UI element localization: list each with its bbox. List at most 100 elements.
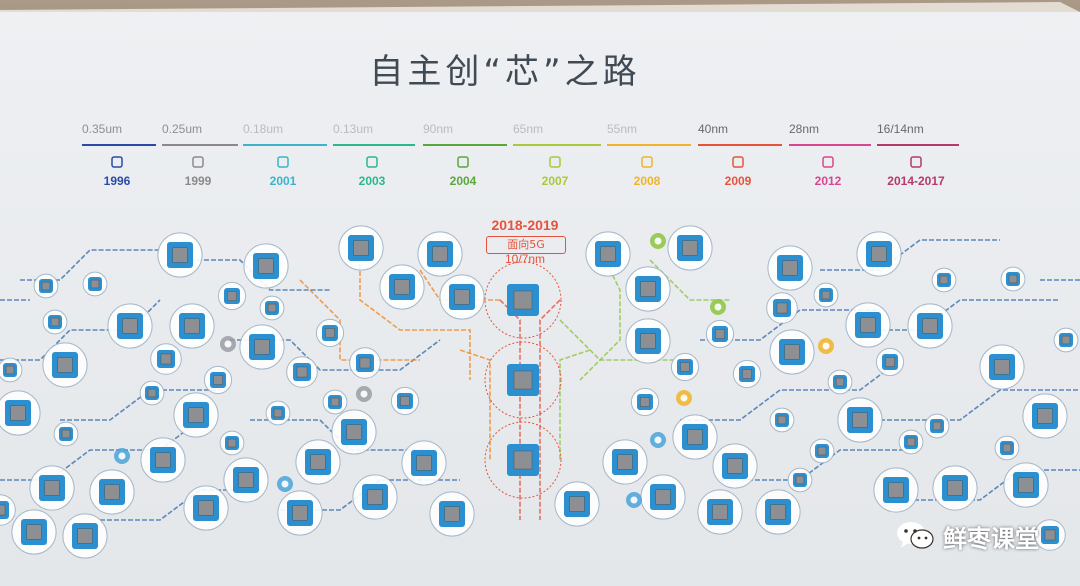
chip-sample — [697, 489, 743, 535]
chip-sample — [286, 356, 318, 388]
timeline-year: 2009 — [724, 174, 752, 188]
chip-sample — [0, 390, 41, 436]
timeline-year: 2001 — [269, 174, 297, 188]
chip-sample — [150, 343, 182, 375]
chip-sample — [0, 494, 16, 526]
chip-sample — [219, 430, 245, 456]
timeline-year: 1999 — [184, 174, 212, 188]
chip-sample — [315, 318, 345, 348]
chip-sample — [203, 365, 233, 395]
chip-sample — [875, 347, 905, 377]
chip-glyph-icon — [277, 156, 289, 168]
chip-sample — [585, 231, 631, 277]
chip-sample — [670, 352, 700, 382]
process-node-label: 16/14nm — [877, 122, 924, 136]
chip-sample — [42, 309, 68, 335]
chip-sample — [439, 274, 485, 320]
center-subtitle: 面向5G — [486, 236, 566, 254]
process-node-label: 0.18um — [243, 122, 284, 136]
timeline-year: 2012 — [814, 174, 842, 188]
exhibit-title: 自主创“芯”之路 — [369, 52, 641, 92]
wechat-icon — [897, 522, 934, 549]
center-node: 10/7nm — [504, 252, 546, 266]
chip-sample — [277, 490, 323, 536]
timeline-year: 2004 — [449, 174, 477, 188]
chip-sample — [417, 231, 463, 277]
chip-glyph-icon — [192, 156, 204, 168]
timeline-year: 2007 — [541, 174, 569, 188]
process-node-label: 0.25um — [162, 122, 203, 136]
center-ring — [484, 341, 562, 419]
chip-sample — [338, 225, 384, 271]
chip-sample — [766, 292, 798, 324]
circuit-trace — [880, 389, 1080, 421]
chip-sample — [845, 302, 891, 348]
chip-sample — [672, 414, 718, 460]
chip-sample — [769, 329, 815, 375]
circuit-trace — [720, 449, 920, 481]
chip-sample — [217, 281, 247, 311]
timeline-year: 2003 — [358, 174, 386, 188]
chip-sample — [907, 303, 953, 349]
watermark-text: 鲜枣课堂 — [943, 524, 1039, 553]
chip-sample — [239, 324, 285, 370]
chip-sample — [139, 380, 165, 406]
process-node-label: 90nm — [423, 122, 454, 136]
center-ring — [484, 261, 562, 339]
watermark: 鲜枣课堂 — [895, 518, 1039, 554]
chip-sample — [33, 273, 59, 299]
chip-sample — [640, 474, 686, 520]
chip-sample — [265, 400, 291, 426]
chip-sample — [809, 438, 835, 464]
process-node-label: 0.35um — [82, 122, 123, 136]
timeline-year: 2008 — [633, 174, 661, 188]
chip-sample — [932, 465, 978, 511]
chip-sample — [602, 439, 648, 485]
chip-sample — [429, 491, 475, 537]
chip-sample — [1022, 393, 1068, 439]
chip-sample — [994, 435, 1020, 461]
chip-sample — [767, 245, 813, 291]
circuit-trace — [359, 250, 471, 380]
chip-sample — [183, 485, 229, 531]
chip-sample — [769, 407, 795, 433]
chip-sample — [625, 266, 671, 312]
chip-sample — [856, 231, 902, 277]
chip-glyph-icon — [366, 156, 378, 168]
chip-glyph-icon — [457, 156, 469, 168]
chip-sample — [732, 359, 762, 389]
chip-sample — [29, 465, 75, 511]
chip-glyph-icon — [910, 156, 922, 168]
chip-sample — [331, 409, 377, 455]
center-years: 2018-2019 — [491, 217, 559, 233]
timeline-year: 1996 — [103, 174, 131, 188]
chip-sample — [667, 225, 713, 271]
chip-sample — [140, 437, 186, 483]
chip-sample — [755, 489, 801, 535]
chip-sample — [837, 397, 883, 443]
chip-sample — [82, 271, 108, 297]
chip-sample — [931, 267, 957, 293]
chip-sample — [352, 474, 398, 520]
circuit-trace — [680, 359, 901, 421]
chip-sample — [243, 243, 289, 289]
chip-glyph-icon — [732, 156, 744, 168]
process-node-label: 40nm — [698, 122, 729, 136]
chip-sample — [787, 467, 813, 493]
chip-glyph-icon — [822, 156, 834, 168]
chip-sample — [259, 295, 285, 321]
chip-sample — [0, 357, 23, 383]
chip-sample — [1053, 327, 1079, 353]
chip-sample — [169, 303, 215, 349]
chip-sample — [712, 443, 758, 489]
process-node-label: 65nm — [513, 122, 544, 136]
chip-sample — [813, 282, 839, 308]
circuit-trace — [539, 299, 561, 520]
chip-sample — [173, 392, 219, 438]
chip-sample — [42, 342, 88, 388]
chip-sample — [1034, 519, 1066, 551]
chip-sample — [705, 319, 735, 349]
chip-sample — [1000, 266, 1026, 292]
timeline-year: 2014-2017 — [887, 174, 945, 188]
